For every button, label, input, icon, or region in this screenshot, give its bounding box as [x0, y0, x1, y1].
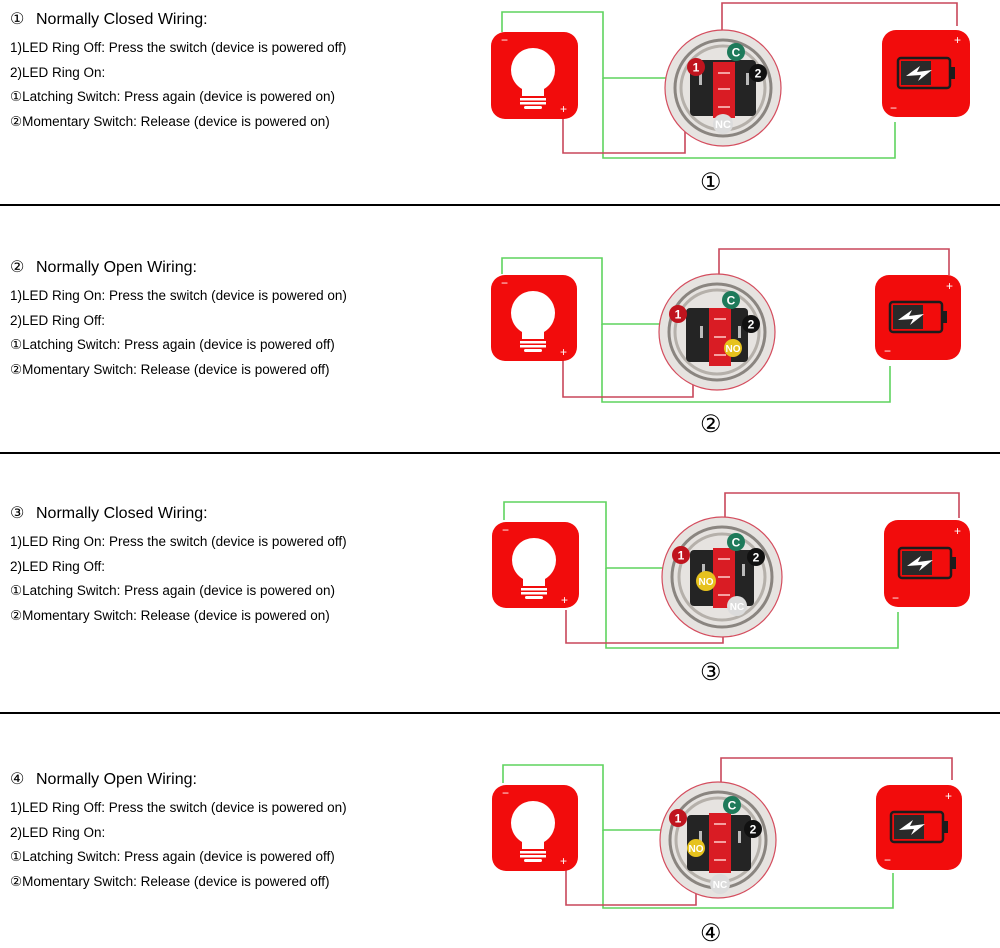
- svg-text:−: −: [502, 523, 509, 537]
- svg-text:1: 1: [675, 812, 682, 826]
- svg-text:−: −: [884, 344, 891, 358]
- svg-text:+: +: [560, 345, 567, 359]
- instruction-line: 2)LED Ring Off:: [10, 558, 106, 574]
- section-title: ① Normally Closed Wiring:: [10, 10, 346, 30]
- wiring-section-4: ④ Normally Open Wiring: 1)LED Ring Off: P…: [0, 714, 1000, 948]
- section-title-text: Normally Closed Wiring:: [36, 505, 208, 522]
- section-title: ④ Normally Open Wiring:: [10, 770, 347, 790]
- instruction-line: ①Latching Switch: Press again (device is…: [10, 583, 336, 598]
- diagram-caption: ②: [700, 410, 722, 438]
- section-divider: [0, 712, 1000, 714]
- svg-text:−: −: [501, 33, 508, 47]
- push-switch-icon: 1 C 2 NO NC: [661, 516, 783, 638]
- instruction-line: ②Momentary Switch: Release (device is po…: [10, 361, 330, 377]
- wiring-description-4: ④ Normally Open Wiring: 1)LED Ring Off: P…: [10, 770, 347, 894]
- svg-text:+: +: [561, 593, 568, 607]
- svg-text:−: −: [892, 591, 899, 605]
- instruction-line: ②Momentary Switch: Release (device is po…: [10, 113, 330, 129]
- section-number: ④: [10, 771, 25, 788]
- svg-text:2: 2: [753, 551, 760, 565]
- svg-text:NC: NC: [715, 119, 731, 131]
- light-bulb-icon: − +: [491, 275, 577, 361]
- section-number: ①: [10, 11, 25, 28]
- section-title-text: Normally Open Wiring:: [36, 259, 197, 276]
- instruction-line: 1)LED Ring Off: Press the switch (device…: [10, 40, 347, 55]
- section-number: ③: [10, 505, 25, 522]
- push-switch-icon: 1 C 2 NC: [664, 29, 782, 147]
- light-bulb-icon: − +: [491, 32, 578, 119]
- svg-text:2: 2: [748, 318, 755, 332]
- wiring-diagram-svg: − + 1 C 2 NO: [492, 757, 962, 909]
- wiring-diagram-3: − + 1 C 2 NO: [480, 480, 1000, 713]
- wiring-diagram-1: − + 1 C 2 NC: [480, 0, 1000, 205]
- section-number: ②: [10, 259, 25, 276]
- wiring-description-3: ③ Normally Closed Wiring: 1)LED Ring On: …: [10, 504, 347, 628]
- instruction-line: 2)LED Ring On:: [10, 64, 106, 80]
- svg-text:NC: NC: [730, 602, 744, 613]
- svg-text:1: 1: [675, 308, 682, 322]
- section-title-text: Normally Closed Wiring:: [36, 11, 208, 28]
- svg-text:−: −: [502, 786, 509, 800]
- wiring-section-1: ① Normally Closed Wiring: 1)LED Ring Off:…: [0, 0, 1000, 205]
- diagram-caption: ③: [700, 658, 722, 686]
- section-divider: [0, 452, 1000, 454]
- svg-text:NO: NO: [689, 844, 704, 855]
- instruction-line: ①Latching Switch: Press again (device is…: [10, 337, 335, 352]
- svg-text:2: 2: [750, 823, 757, 837]
- svg-text:2: 2: [755, 67, 762, 81]
- svg-text:NO: NO: [699, 577, 714, 588]
- wiring-description-2: ② Normally Open Wiring: 1)LED Ring On: Pr…: [10, 258, 347, 382]
- wiring-description-1: ① Normally Closed Wiring: 1)LED Ring Off:…: [10, 10, 346, 134]
- section-title: ② Normally Open Wiring:: [10, 258, 347, 278]
- battery-icon: + −: [875, 275, 961, 360]
- svg-text:C: C: [727, 294, 736, 308]
- diagram-caption: ①: [700, 168, 722, 196]
- wiring-diagram-2: − + 1 C 2 NO: [480, 240, 1000, 453]
- svg-text:NO: NO: [726, 344, 741, 355]
- svg-text:C: C: [732, 46, 741, 60]
- svg-text:−: −: [501, 276, 508, 290]
- instruction-line: 1)LED Ring Off: Press the switch (device…: [10, 800, 347, 815]
- instruction-line: 2)LED Ring Off:: [10, 312, 106, 328]
- svg-text:+: +: [945, 789, 952, 803]
- section-title: ③ Normally Closed Wiring:: [10, 504, 347, 524]
- svg-text:NC: NC: [713, 880, 727, 891]
- svg-text:−: −: [884, 853, 891, 867]
- diagram-caption: ④: [700, 919, 722, 947]
- battery-icon: + −: [882, 30, 970, 117]
- svg-text:+: +: [954, 33, 961, 47]
- svg-text:+: +: [560, 854, 567, 868]
- svg-text:C: C: [732, 536, 741, 550]
- section-divider: [0, 204, 1000, 206]
- light-bulb-icon: − +: [492, 785, 578, 871]
- svg-text:+: +: [946, 279, 953, 293]
- instruction-line: 1)LED Ring On: Press the switch (device …: [10, 288, 347, 303]
- push-switch-icon: 1 C 2 NO: [658, 273, 776, 391]
- wiring-diagram-svg: − + 1 C 2 NO: [492, 492, 970, 649]
- light-bulb-icon: − +: [492, 522, 579, 608]
- instruction-line: 2)LED Ring On:: [10, 824, 106, 840]
- svg-text:−: −: [890, 101, 897, 115]
- svg-text:1: 1: [693, 61, 700, 75]
- push-switch-icon: 1 C 2 NO NC: [659, 781, 777, 899]
- svg-text:+: +: [560, 102, 567, 116]
- instruction-line: ①Latching Switch: Press again (device is…: [10, 849, 335, 864]
- section-title-text: Normally Open Wiring:: [36, 771, 197, 788]
- svg-text:C: C: [728, 799, 737, 813]
- wiring-section-2: ② Normally Open Wiring: 1)LED Ring On: Pr…: [0, 206, 1000, 453]
- instruction-line: ②Momentary Switch: Release (device is po…: [10, 873, 330, 889]
- instruction-line: ①Latching Switch: Press again (device is…: [10, 89, 336, 104]
- svg-text:1: 1: [678, 549, 685, 563]
- instruction-line: 1)LED Ring On: Press the switch (device …: [10, 534, 347, 549]
- battery-icon: + −: [876, 785, 962, 870]
- battery-icon: + −: [884, 520, 970, 607]
- wiring-diagram-4: − + 1 C 2 NO: [480, 745, 1000, 948]
- wiring-section-3: ③ Normally Closed Wiring: 1)LED Ring On: …: [0, 454, 1000, 713]
- wiring-diagram-svg: − + 1 C 2 NC: [491, 2, 970, 159]
- wiring-diagram-svg: − + 1 C 2 NO: [491, 248, 961, 403]
- svg-text:+: +: [954, 524, 961, 538]
- instruction-line: ②Momentary Switch: Release (device is po…: [10, 607, 330, 623]
